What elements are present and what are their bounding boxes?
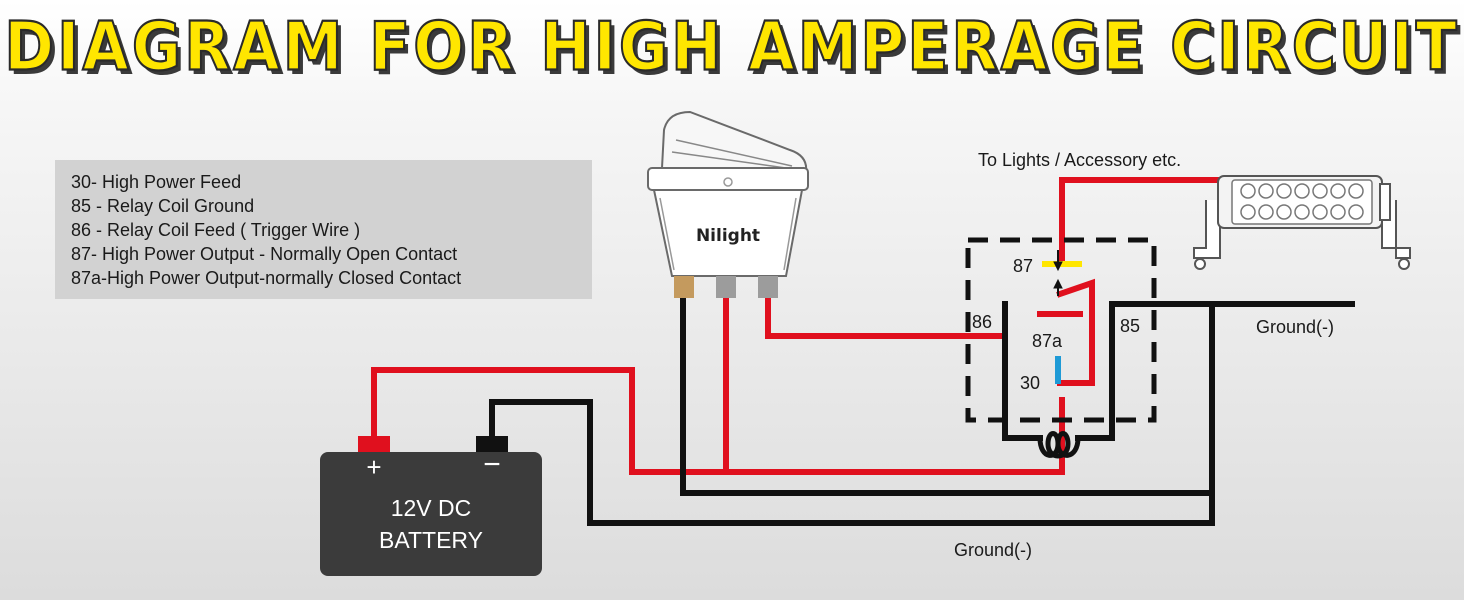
battery-name-label: BATTERY: [379, 527, 483, 553]
switch-terminal-ground: [674, 276, 694, 298]
light-bar: [1193, 175, 1411, 270]
output-wire-87: [1059, 177, 1231, 265]
relay-coil-86-wire: [1002, 301, 1043, 441]
trigger-wire-86: [765, 294, 1008, 339]
legend-item: 86 - Relay Coil Feed ( Trigger Wire ): [71, 220, 361, 240]
battery-body: [320, 452, 542, 576]
relay-housing: [965, 237, 1157, 423]
switch-brand-label: Nilight: [696, 226, 760, 246]
battery-positive-wire: [371, 367, 1065, 475]
ground-label-right: Ground(-): [1256, 317, 1334, 337]
switch-terminal-output: [758, 276, 778, 298]
battery-ground-wire: [489, 302, 1215, 526]
legend-item: 85 - Relay Coil Ground: [71, 196, 255, 216]
battery: + − 12V DC BATTERY: [320, 436, 542, 576]
switch-terminal-power: [716, 276, 736, 298]
relay-pin-30-label: 30: [1020, 373, 1040, 393]
relay-coil: [1037, 431, 1081, 459]
legend-item: 30- High Power Feed: [71, 172, 242, 192]
relay-pin-87a-label: 87a: [1032, 331, 1063, 351]
ground-label-bottom: Ground(-): [954, 540, 1032, 560]
relay-pin-87-label: 87: [1013, 256, 1033, 276]
to-lights-label: To Lights / Accessory etc.: [978, 150, 1181, 170]
legend-item: 87- High Power Output - Normally Open Co…: [71, 244, 458, 264]
relay-pin-85-label: 85: [1120, 316, 1140, 336]
relay-internal-arm: [1056, 278, 1095, 386]
battery-positive-terminal: [358, 436, 390, 454]
battery-voltage-label: 12V DC: [391, 495, 472, 521]
page-title: DIAGRAM FOR HIGH AMPERAGE CIRCUIT: [3, 7, 1460, 88]
legend-item: 87a-High Power Output-normally Closed Co…: [71, 268, 462, 288]
contact-arrow-icon: [1053, 250, 1063, 296]
battery-plus-symbol: +: [366, 452, 381, 482]
battery-negative-terminal: [476, 436, 508, 454]
relay-coil-85-wire: [1075, 301, 1115, 441]
pin-legend: 30- High Power Feed 85 - Relay Coil Grou…: [55, 160, 592, 299]
switch-ground-wire: [680, 294, 1215, 496]
relay-pin-86-label: 86: [972, 312, 992, 332]
rocker-switch[interactable]: Nilight: [647, 110, 809, 298]
battery-minus-symbol: −: [483, 448, 501, 481]
